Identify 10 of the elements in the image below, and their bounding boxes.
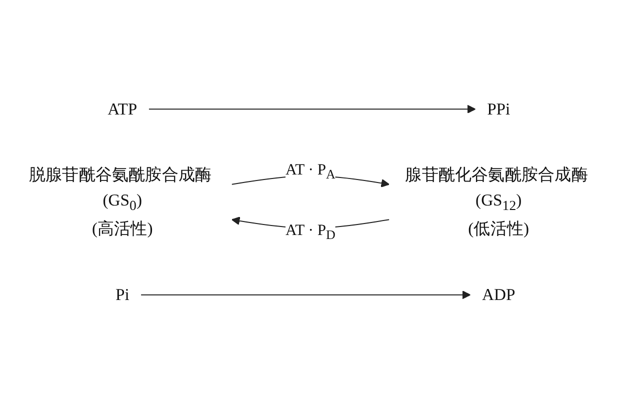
node-text: 腺苷酰化谷氨酰胺合成酶 (GS$_{12}$) (低活性) xyxy=(405,166,588,238)
node-text: ATP xyxy=(108,100,138,118)
node-text: ADP xyxy=(482,285,516,304)
arrow xyxy=(148,104,476,114)
node-text: 脱腺苷酰谷氨酰胺合成酶 (GS$_{0}$) (高活性) xyxy=(28,166,212,238)
edge-label: AT · P$_{D}$ xyxy=(286,222,336,242)
node-text: PPi xyxy=(487,100,510,118)
arrow xyxy=(140,290,471,300)
node-text: Pi xyxy=(115,285,130,304)
edge-label: AT · P$_{A}$ xyxy=(286,162,336,182)
